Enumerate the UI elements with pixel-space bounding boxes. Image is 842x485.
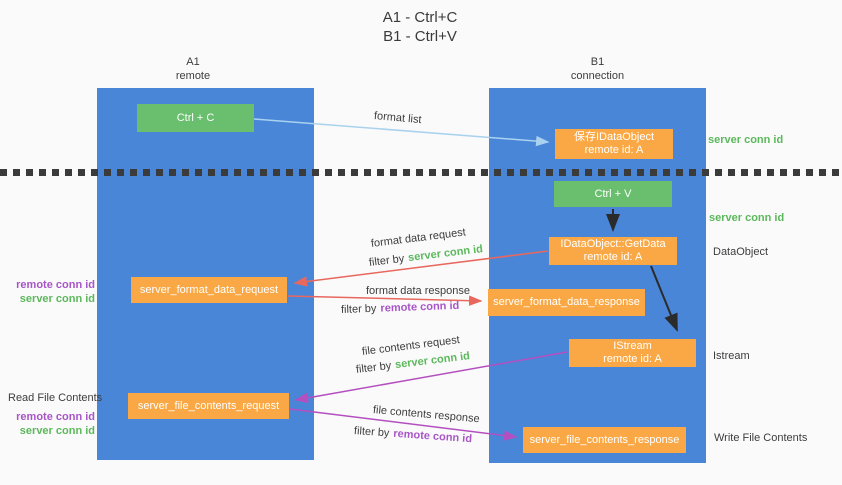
server-conn-id-mid-label: server conn id bbox=[709, 212, 785, 224]
ctrl-c-node: Ctrl + C bbox=[137, 104, 254, 132]
lane-a1-header: A1 remote bbox=[93, 55, 293, 83]
remote-conn-id-filter-4: remote conn id bbox=[392, 427, 473, 446]
istream-node: IStream remote id: A bbox=[569, 339, 696, 367]
getdata-node: IDataObject::GetData remote id: A bbox=[549, 237, 677, 265]
write-file-contents-label: Write File Contents bbox=[714, 432, 808, 444]
lane-a1-subtitle: remote bbox=[175, 70, 211, 82]
format-request-label: server_format_data_request bbox=[139, 283, 279, 296]
remote-conn-id-filter-2: remote conn id bbox=[380, 299, 460, 315]
file-response-node: server_file_contents_response bbox=[523, 427, 686, 453]
format-list-label: format list bbox=[373, 110, 423, 127]
remote-conn-id-left-bottom: remote conn id bbox=[16, 411, 95, 423]
dataobject-label: DataObject bbox=[713, 246, 769, 258]
lane-b1-name: B1 bbox=[590, 56, 605, 68]
server-conn-id-filter-3: server conn id bbox=[394, 350, 471, 372]
save-idataobject-line1: 保存IDataObject bbox=[573, 131, 655, 143]
server-conn-id-top-label: server conn id bbox=[708, 134, 784, 146]
getdata-line1: IDataObject::GetData bbox=[560, 238, 666, 250]
format-response-node: server_format_data_response bbox=[488, 289, 645, 316]
format-response-label: server_format_data_response bbox=[493, 296, 640, 308]
lane-a1-name: A1 bbox=[186, 56, 200, 68]
read-file-contents-label: Read File Contents bbox=[8, 392, 103, 404]
filter-by-text-3: filter by bbox=[355, 359, 392, 376]
save-idataobject-line2: remote id: A bbox=[584, 144, 644, 156]
istream-side-label: Istream bbox=[713, 350, 750, 362]
left-conn-ids-bottom: remote conn id server conn id bbox=[5, 410, 95, 438]
getdata-line2: remote id: A bbox=[583, 251, 643, 263]
remote-conn-id-left-top: remote conn id bbox=[16, 279, 95, 291]
filter-by-text-2: filter by bbox=[340, 302, 377, 316]
file-request-label: server_file_contents_request bbox=[137, 399, 280, 412]
title-line-2: B1 - Ctrl+V bbox=[383, 28, 457, 45]
filter-by-text-4: filter by bbox=[353, 425, 390, 440]
istream-line2: remote id: A bbox=[603, 353, 662, 365]
server-conn-id-left-top: server conn id bbox=[19, 293, 95, 305]
file-response-label: server_file_contents_response bbox=[529, 433, 680, 446]
lane-b1-subtitle: connection bbox=[570, 70, 625, 82]
server-conn-id-left-bottom: server conn id bbox=[19, 425, 95, 437]
save-idataobject-node: 保存IDataObject remote id: A bbox=[555, 129, 673, 159]
file-request-node: server_file_contents_request bbox=[128, 393, 289, 419]
format-request-node: server_format_data_request bbox=[131, 277, 287, 303]
format-data-response-label: format data response bbox=[366, 285, 470, 297]
file-contents-response-label: file contents response bbox=[372, 404, 481, 426]
diagram-title: A1 - Ctrl+C B1 - Ctrl+V bbox=[295, 8, 545, 46]
ctrl-v-node: Ctrl + V bbox=[554, 181, 672, 207]
left-conn-ids-top: remote conn id server conn id bbox=[5, 278, 95, 306]
filter-by-text-1: filter by bbox=[368, 252, 405, 269]
istream-line1: IStream bbox=[613, 340, 652, 352]
title-line-1: A1 - Ctrl+C bbox=[382, 9, 458, 26]
ctrl-v-label: Ctrl + V bbox=[594, 187, 632, 200]
dotted-divider bbox=[0, 169, 842, 176]
ctrl-c-label: Ctrl + C bbox=[176, 111, 215, 124]
lane-b1-header: B1 connection bbox=[489, 55, 706, 83]
server-conn-id-filter-1: server conn id bbox=[407, 243, 484, 265]
